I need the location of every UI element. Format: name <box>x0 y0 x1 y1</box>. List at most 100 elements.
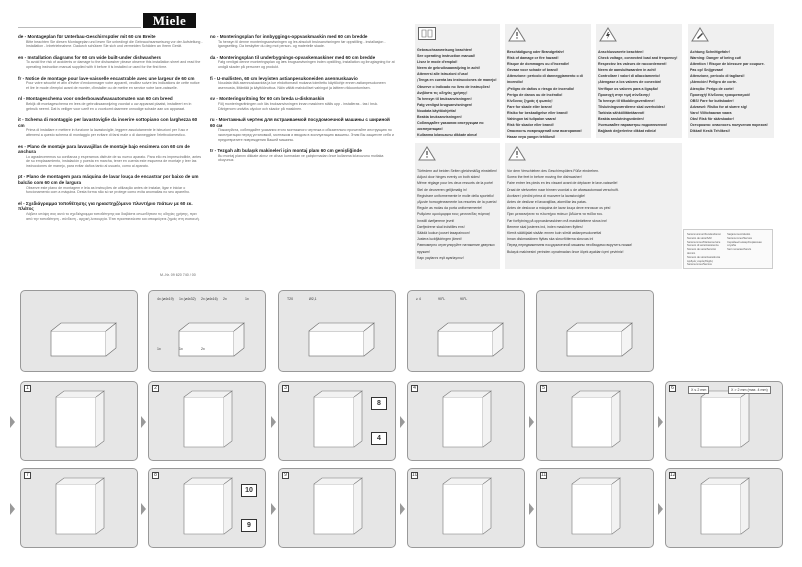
part-label: 2x (ø4x16) <box>201 297 218 301</box>
section-title: el - Σχεδιάγραμμα τοποθέτησης για ηριαστ… <box>18 200 193 212</box>
step-panel-2: 2 <box>148 381 266 461</box>
label-line: Numero di serie/Assistenza <box>687 244 719 248</box>
section-body: Lo agradeceremos su confianza y esperamo… <box>26 154 201 168</box>
step-panel-4: 4 <box>407 381 525 461</box>
step-panel-11: 11 <box>536 468 654 548</box>
warning-line: Advarsel: Risiko for at skære sig! <box>690 104 748 109</box>
warning-line: Neem de aansluitwaarden in acht! <box>598 68 656 73</box>
step-flow-arrow <box>658 503 663 515</box>
warning-line: Ρυθμίστε ομοιόμορφα τους μεντεσέδες πόρτ… <box>417 212 491 217</box>
section-title: tr - Tezgah altı bulaşık makineleri için… <box>210 148 362 154</box>
label-line: Serienummer/Service <box>687 263 712 267</box>
warning-line: Achtung Schnittgefahr! <box>690 50 730 54</box>
warning-line: Kapı yaylarını eşit ayarlayınız! <box>417 255 464 260</box>
part-label: 2x <box>201 347 205 351</box>
warning-line: Равномерно отрегулируйте натяжение дверн… <box>417 243 495 254</box>
warning-line: Säädä luukun jouset tasapainoon! <box>417 231 470 236</box>
section-title: it - Schema di montaggio per lavastovigl… <box>18 117 198 128</box>
warning-line: ¡Peligro de daños o riesgo de incendio! <box>507 86 575 91</box>
warning-box: Achtung Schnittgefahr! Warning: Danger of… <box>688 24 774 138</box>
part-label: 1x <box>157 347 161 351</box>
warning-line: Ta hensyn til bruksanvisningen! <box>417 96 472 101</box>
go-to-step-reference: 9 <box>241 519 257 532</box>
warning-line: OBS! Fare for kuttskader! <box>690 98 734 103</box>
warning-box: Gebrauchsanweisung beachten!See operatin… <box>415 24 500 138</box>
step-flow-arrow <box>400 416 405 428</box>
warning-box: Anschlusswerte beachten!Check voltage, c… <box>596 24 682 138</box>
section-title: pt - Plano de montagem para máquina de l… <box>18 174 199 186</box>
part-label: Ø2,1 <box>309 297 317 301</box>
warning-line: Warning: Danger of being cut! <box>690 56 742 61</box>
part-label: 90°L <box>438 297 446 301</box>
section-title: da - Monteringsplan til underbygnings-op… <box>210 54 376 60</box>
overview-panel-electrical-connection <box>536 290 654 372</box>
label-line: Serienummer/Klantenservice <box>687 240 721 244</box>
warning-box: Türfedern auf beiden Seiten gleichmäßig … <box>415 143 500 269</box>
section-body: Пожалуйста, соблюдайте указания этого мо… <box>218 128 394 142</box>
section-body: Prima di installare e mettere in funzion… <box>26 128 189 137</box>
section-body: Følg venligst denne monteringsplan og læ… <box>218 60 395 69</box>
warning-icon <box>418 146 500 166</box>
warning-line: Dikkat! Kesik Tehlikesi! <box>690 129 730 134</box>
warning-line: Stel de deurveren gelijkmatig in! <box>417 187 467 192</box>
warning-line: Risiko for beskadigelse eller brand! <box>507 110 568 115</box>
warning-line: Bağlantı değerlerine dikkat ediniz! <box>598 129 657 134</box>
warning-line: Beakta bruksanvisningen! <box>417 115 462 120</box>
section-el: el - Σχεδιάγραμμα τοποθέτησης για ηριαστ… <box>18 201 203 221</box>
section-body: Bitte beachten Sie diesen Montageplan un… <box>26 39 203 49</box>
warning-line: Bulaşık makinesini yerinden oynatmadan ö… <box>507 249 624 254</box>
electric-shock-icon <box>599 27 682 47</box>
section-title: fi - U-mallisten, 60 cm levyisten astian… <box>210 75 358 81</box>
section-fi: fi - U-mallisten, 60 cm levyisten astian… <box>210 76 395 91</box>
step-flow-arrow <box>10 503 15 515</box>
part-label: 1x <box>179 347 183 351</box>
warning-line: Gebrauchsanweisung beachten! <box>417 48 473 52</box>
warning-line: Perigo de danos ou de incêndio! <box>507 92 563 97</box>
warning-line: Kierrä säätöjalat sisään ennen kuin siir… <box>507 231 602 236</box>
step-number: 7 <box>24 472 31 479</box>
warning-line: ¡Atengase a los valores de conexión! <box>598 80 662 85</box>
step-panel-12: 12 <box>665 468 783 548</box>
warning-box: Beschädigung oder Brandgefahr!Risk of da… <box>505 24 591 139</box>
section-title: de - Montageplan für Unterbau-Geschirrsp… <box>18 34 156 39</box>
warning-line: Verifique os valores para a ligação! <box>598 86 659 91</box>
step-flow-arrow <box>141 416 146 428</box>
step-number: 2 <box>152 385 159 392</box>
step-flow-arrow <box>271 416 276 428</box>
warning-line: Dørfjedrene skal indstilles ens! <box>417 224 465 229</box>
step-number: 9 <box>282 472 289 479</box>
section-body: Λάβετε υπόψη σας αυτό το σχεδιάγραμμα το… <box>26 212 200 221</box>
section-tr: tr - Tezgah altı bulaşık makineleri için… <box>210 148 395 163</box>
label-line: Sarjanumero/Huolto <box>727 233 751 236</box>
label-line: Número de serie/Servicio técnico <box>687 248 717 255</box>
part-label: 2x <box>223 297 227 301</box>
header-rule <box>18 27 141 28</box>
warning-line: Fare for skade eller brann! <box>507 104 553 109</box>
warning-line: Justera luckfjädringen jämnt! <box>417 237 462 242</box>
warning-line: Même réglage pour les deux ressorts de l… <box>417 181 494 186</box>
warning-icon <box>508 27 591 47</box>
warning-icon <box>508 146 682 166</box>
warning-line: Tilslutningsværdierne skal overholdes! <box>598 104 665 109</box>
warning-line: Varo! Viiltohaavan vaara <box>690 110 732 115</box>
warning-line: Registrare uniformemente le molle della … <box>417 193 495 198</box>
document-number: M.-Nr. 09 620 740 / 00 <box>160 273 196 277</box>
warning-line: Attention ! Risque de blessure par coupu… <box>690 62 765 67</box>
section-nl: nl - Montageschema voor onderbouwafwasau… <box>18 96 203 111</box>
warning-line: Følg venligst brugsanvisningen! <box>417 102 473 107</box>
warning-line: Ανιβάστε τις οδηγίες χρήσης! <box>417 90 468 95</box>
section-title: sv - Monteringsritning för 60 cm breda u… <box>210 96 325 102</box>
warning-line: Noudata käyttöohjetta! <box>417 108 456 113</box>
warning-line: Obs! Risk för skärskador! <box>690 117 734 122</box>
warning-line: Faire entrer les pieds en les vissant av… <box>507 181 618 186</box>
warning-line: Осторожно: опасность получения порезов! <box>690 123 768 128</box>
step-flow-arrow <box>658 416 663 428</box>
warning-line: Attenersi alle istruzioni d'uso! <box>417 72 469 77</box>
step-number: 12 <box>669 472 676 479</box>
warning-line: Observe o indicado no livro de instruçõe… <box>417 84 490 89</box>
step-number: 5 <box>540 385 547 392</box>
section-de: de - Montageplan für Unterbau-Geschirrsp… <box>18 34 203 49</box>
step-panel-7: 7 <box>20 468 138 548</box>
section-title: en - Installation diagrams for 60 cm wid… <box>18 54 161 60</box>
